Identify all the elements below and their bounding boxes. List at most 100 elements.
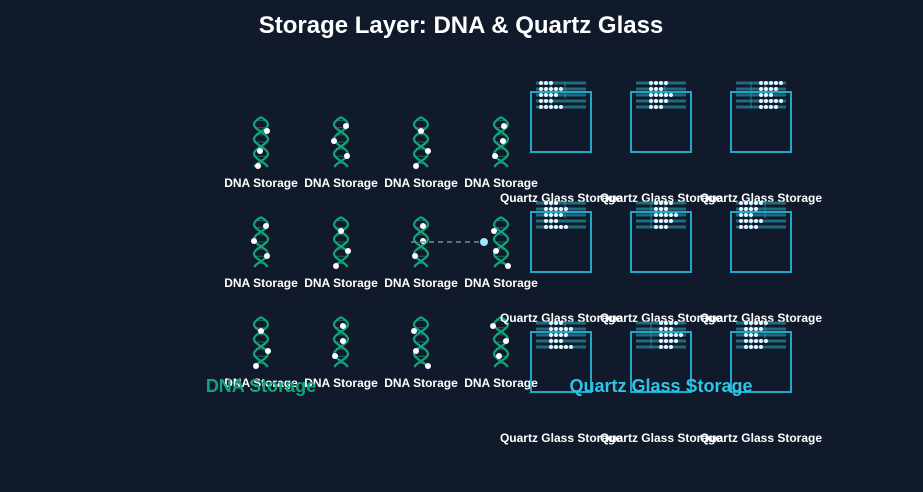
- dna-strand-b: [492, 216, 510, 268]
- glass-voxel-dot: [669, 321, 673, 325]
- glass-voxel-dot: [759, 345, 763, 349]
- glass-voxel-dot: [674, 321, 678, 325]
- dna-bead: [343, 123, 349, 129]
- glass-voxel-dot: [749, 345, 753, 349]
- glass-voxel-dot: [669, 327, 673, 331]
- dna-bead: [420, 223, 426, 229]
- glass-voxel-dot: [744, 219, 748, 223]
- glass-voxel-dot: [739, 207, 743, 211]
- glass-voxel-dot: [659, 219, 663, 223]
- glass-voxel-dot: [769, 99, 773, 103]
- glass-voxel-dot: [669, 201, 673, 205]
- dna-bead: [265, 348, 271, 354]
- glass-voxel-dot: [549, 201, 553, 205]
- glass-voxel-dot: [544, 213, 548, 217]
- glass-voxel-dot: [649, 87, 653, 91]
- glass-voxel-dot: [559, 105, 563, 109]
- glass-voxel-dot: [749, 225, 753, 229]
- glass-voxel-dot: [744, 321, 748, 325]
- glass-voxel-dot: [549, 207, 553, 211]
- dna-helix-icon: DNA Storage: [304, 116, 378, 190]
- glass-voxel-dot: [659, 93, 663, 97]
- glass-voxel-dot: [664, 327, 668, 331]
- glass-voxel-dot: [549, 213, 553, 217]
- dna-strand-b: [412, 216, 430, 268]
- dna-strand-b: [332, 116, 350, 168]
- dna-bead: [425, 363, 431, 369]
- glass-voxel-dot: [769, 81, 773, 85]
- glass-voxel-dot: [539, 99, 543, 103]
- glass-voxel-dot: [554, 333, 558, 337]
- glass-voxel-dot: [544, 105, 548, 109]
- glass-voxel-dot: [659, 207, 663, 211]
- glass-voxel-dot: [664, 219, 668, 223]
- glass-voxel-dot: [669, 93, 673, 97]
- dna-bead: [492, 153, 498, 159]
- dna-strand-b: [332, 216, 350, 268]
- glass-voxel-dot: [564, 345, 568, 349]
- glass-voxel-dot: [739, 219, 743, 223]
- dna-node-label: DNA Storage: [384, 176, 458, 190]
- glass-voxel-dot: [649, 93, 653, 97]
- dna-node-label: DNA Storage: [224, 376, 298, 390]
- glass-platter-icon: Quartz Glass Storage: [500, 321, 622, 445]
- glass-voxel-dot: [544, 87, 548, 91]
- glass-voxel-dot: [754, 225, 758, 229]
- glass-voxel-dot: [759, 219, 763, 223]
- dna-strand-b: [412, 316, 430, 368]
- dna-strand-a: [492, 116, 510, 168]
- dna-bead: [253, 363, 259, 369]
- glass-voxel-dot: [774, 99, 778, 103]
- glass-voxel-dot: [664, 345, 668, 349]
- glass-voxel-dot: [759, 93, 763, 97]
- glass-voxel-dot: [664, 339, 668, 343]
- dna-bead: [490, 323, 496, 329]
- glass-voxel-dot: [559, 225, 563, 229]
- dna-strand-a: [492, 316, 510, 368]
- glass-voxel-dot: [549, 327, 553, 331]
- glass-voxel-dot: [559, 87, 563, 91]
- glass-voxel-dot: [669, 333, 673, 337]
- glass-platter-icon: Quartz Glass Storage: [500, 81, 622, 205]
- glass-voxel-dot: [554, 225, 558, 229]
- glass-voxel-dot: [739, 213, 743, 217]
- glass-voxel-dot: [659, 105, 663, 109]
- dna-strand-a: [252, 116, 270, 168]
- glass-voxel-dot: [549, 93, 553, 97]
- glass-voxel-dot: [544, 219, 548, 223]
- glass-voxel-dot: [664, 321, 668, 325]
- dna-node-label: DNA Storage: [464, 176, 538, 190]
- glass-voxel-dot: [549, 87, 553, 91]
- dna-bead: [332, 353, 338, 359]
- glass-voxel-dot: [764, 99, 768, 103]
- dna-bead: [340, 323, 346, 329]
- glass-voxel-dot: [764, 87, 768, 91]
- glass-platter-frame: [730, 331, 792, 393]
- dna-helix-icon: DNA Storage: [304, 216, 378, 290]
- glass-voxel-dot: [744, 327, 748, 331]
- glass-voxel-dot: [744, 345, 748, 349]
- glass-voxel-dot: [649, 81, 653, 85]
- glass-node-label: Quartz Glass Storage: [600, 431, 722, 445]
- dna-node-label: DNA Storage: [304, 176, 378, 190]
- glass-voxel-dot: [759, 105, 763, 109]
- dna-helix-icon: DNA Storage: [384, 316, 458, 390]
- glass-voxel-dot: [549, 225, 553, 229]
- dna-helix-icon: DNA Storage: [464, 116, 538, 190]
- dna-bead: [500, 138, 506, 144]
- dna-strand-b: [412, 116, 430, 168]
- glass-voxel-dot: [544, 201, 548, 205]
- glass-voxel-dot: [659, 213, 663, 217]
- glass-voxel-dot: [669, 345, 673, 349]
- glass-voxel-dot: [559, 339, 563, 343]
- glass-voxel-dot: [744, 333, 748, 337]
- glass-voxel-dot: [664, 333, 668, 337]
- glass-voxel-dot: [654, 99, 658, 103]
- glass-voxel-dot: [754, 327, 758, 331]
- dna-bead: [425, 148, 431, 154]
- dna-helix-icon: DNA Storage: [464, 216, 538, 290]
- glass-voxel-dot: [659, 201, 663, 205]
- glass-voxel-dot: [554, 87, 558, 91]
- glass-voxel-dot: [554, 207, 558, 211]
